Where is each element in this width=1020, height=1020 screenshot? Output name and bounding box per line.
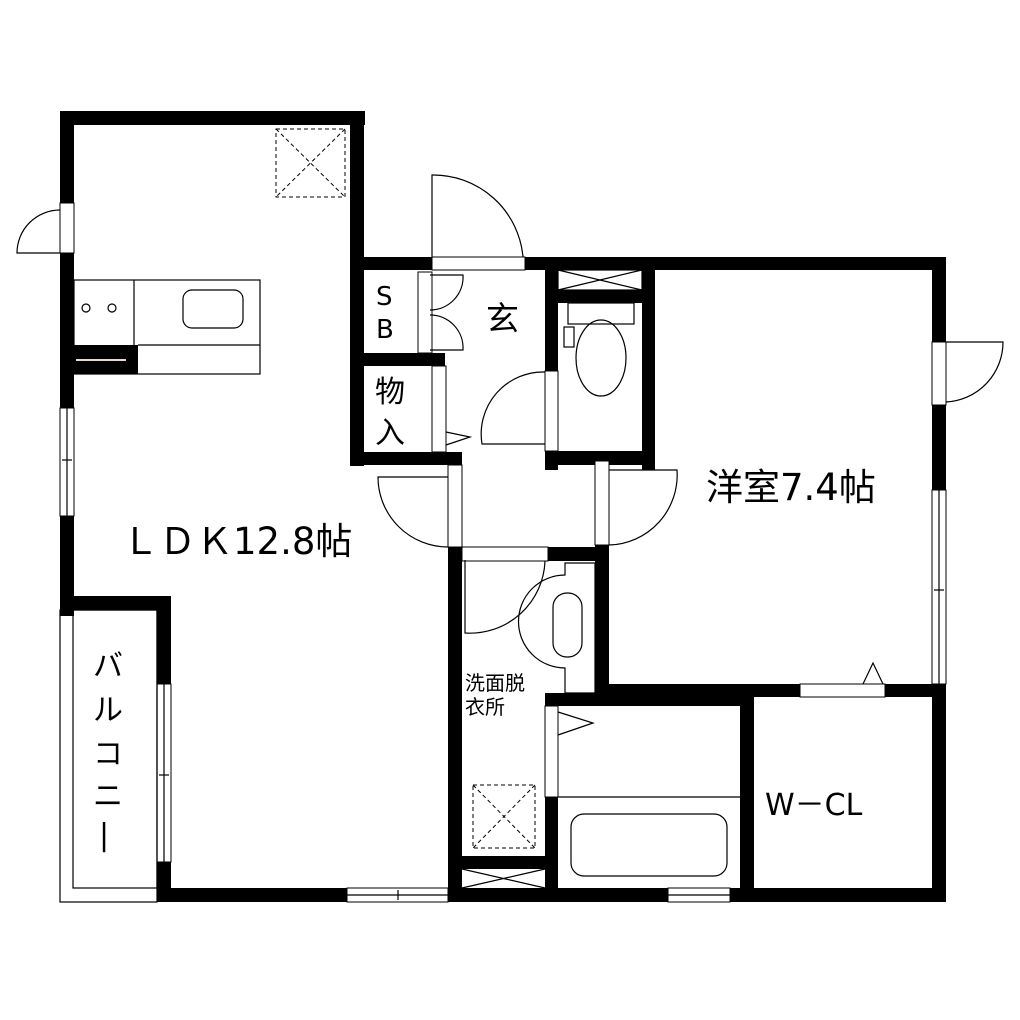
balcony-char-2: ル	[93, 693, 123, 728]
washbasin-icon	[517, 562, 596, 694]
stove-burner-icon	[81, 303, 91, 313]
room-labels: ＬＤＫ12.8帖 洋室7.4帖 玄 S B 物 入 洗面脱 衣所 W－CL バ …	[93, 282, 876, 853]
vent-icon	[472, 784, 536, 849]
western-room-label: 洋室7.4帖	[706, 466, 876, 509]
balcony-char-1: バ	[93, 649, 123, 684]
doors	[16, 174, 1004, 798]
ldk-label: ＬＤＫ12.8帖	[122, 520, 352, 563]
balcony-char-4: ニ	[93, 779, 123, 814]
washroom-label-2: 衣所	[465, 695, 505, 719]
storage-label-2: 入	[375, 416, 405, 451]
sink-icon	[182, 289, 244, 329]
fixtures	[73, 128, 740, 889]
vent-icon	[275, 128, 346, 198]
bathtub-icon	[570, 813, 728, 877]
storage-label-1: 物	[375, 375, 405, 410]
stove-burner-icon	[107, 303, 117, 313]
windows	[59, 407, 947, 903]
toilet-bowl-icon	[575, 319, 627, 397]
balcony-char-3: コ	[93, 737, 123, 772]
walk-in-closet-label: W－CL	[765, 788, 863, 823]
kitchen-counter	[73, 279, 261, 375]
entrance-label: 玄	[486, 299, 519, 338]
shoe-box-label-1: S	[376, 282, 393, 312]
balcony-char-5: |	[99, 818, 109, 853]
toilet-tank-icon	[567, 302, 635, 325]
shoe-box-label-2: B	[376, 315, 394, 345]
washroom-label-1: 洗面脱	[465, 671, 525, 695]
